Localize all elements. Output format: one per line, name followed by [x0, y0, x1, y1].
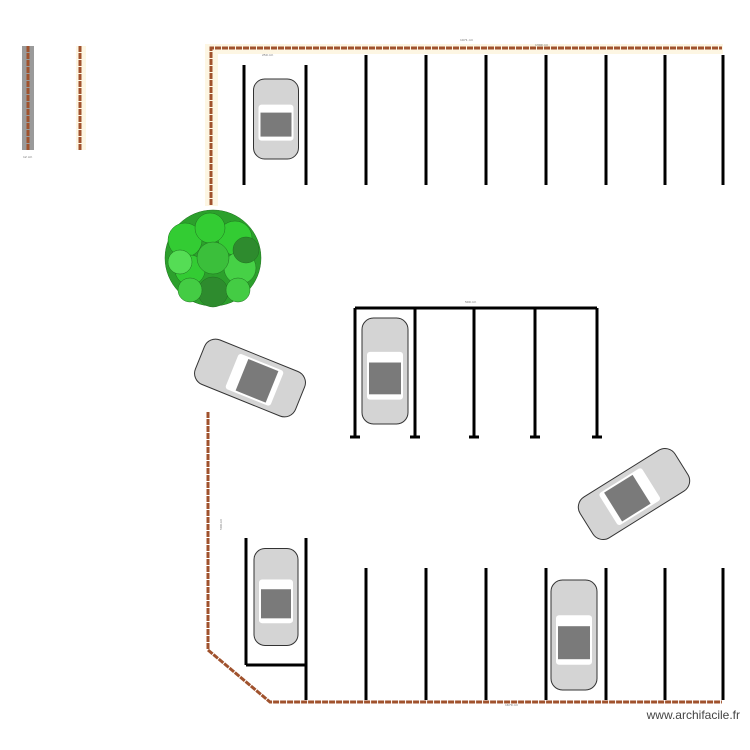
car [361, 317, 409, 425]
dim-left-wall: 500 cm [219, 519, 223, 530]
car [253, 78, 299, 160]
tree[interactable] [164, 209, 262, 308]
watermark: www.archifacile.fr [646, 708, 740, 722]
walls [22, 44, 723, 704]
car [550, 579, 598, 691]
dim-top-inner: 1390 cm [535, 43, 548, 47]
tree-leaf [197, 276, 229, 308]
car-roof [261, 589, 291, 619]
parking-lines [242, 55, 725, 700]
car-roof [235, 359, 279, 403]
wall-3 [206, 412, 722, 704]
dim-mid-row: 500 cm [465, 300, 476, 304]
cars [194, 78, 691, 691]
car-roof [369, 362, 401, 395]
car [577, 448, 691, 540]
dim-bottom-total: 1670 cm [505, 703, 518, 707]
dim-post-width: 12 cm [23, 155, 32, 159]
tree-leaf [232, 236, 260, 264]
tree-leaf [167, 249, 193, 275]
tree-leaf [194, 212, 226, 244]
tree-leaf [225, 277, 251, 303]
wall-2 [209, 46, 722, 205]
tree-leaf [177, 277, 203, 303]
car-roof [604, 474, 651, 522]
dim-space-width: 250 cm [262, 53, 273, 57]
car-roof [260, 112, 292, 137]
tree-leaf [196, 241, 230, 275]
car [194, 338, 306, 418]
car-roof [558, 626, 590, 660]
car [253, 548, 299, 646]
dim-top-total: 1971 cm [460, 38, 473, 42]
